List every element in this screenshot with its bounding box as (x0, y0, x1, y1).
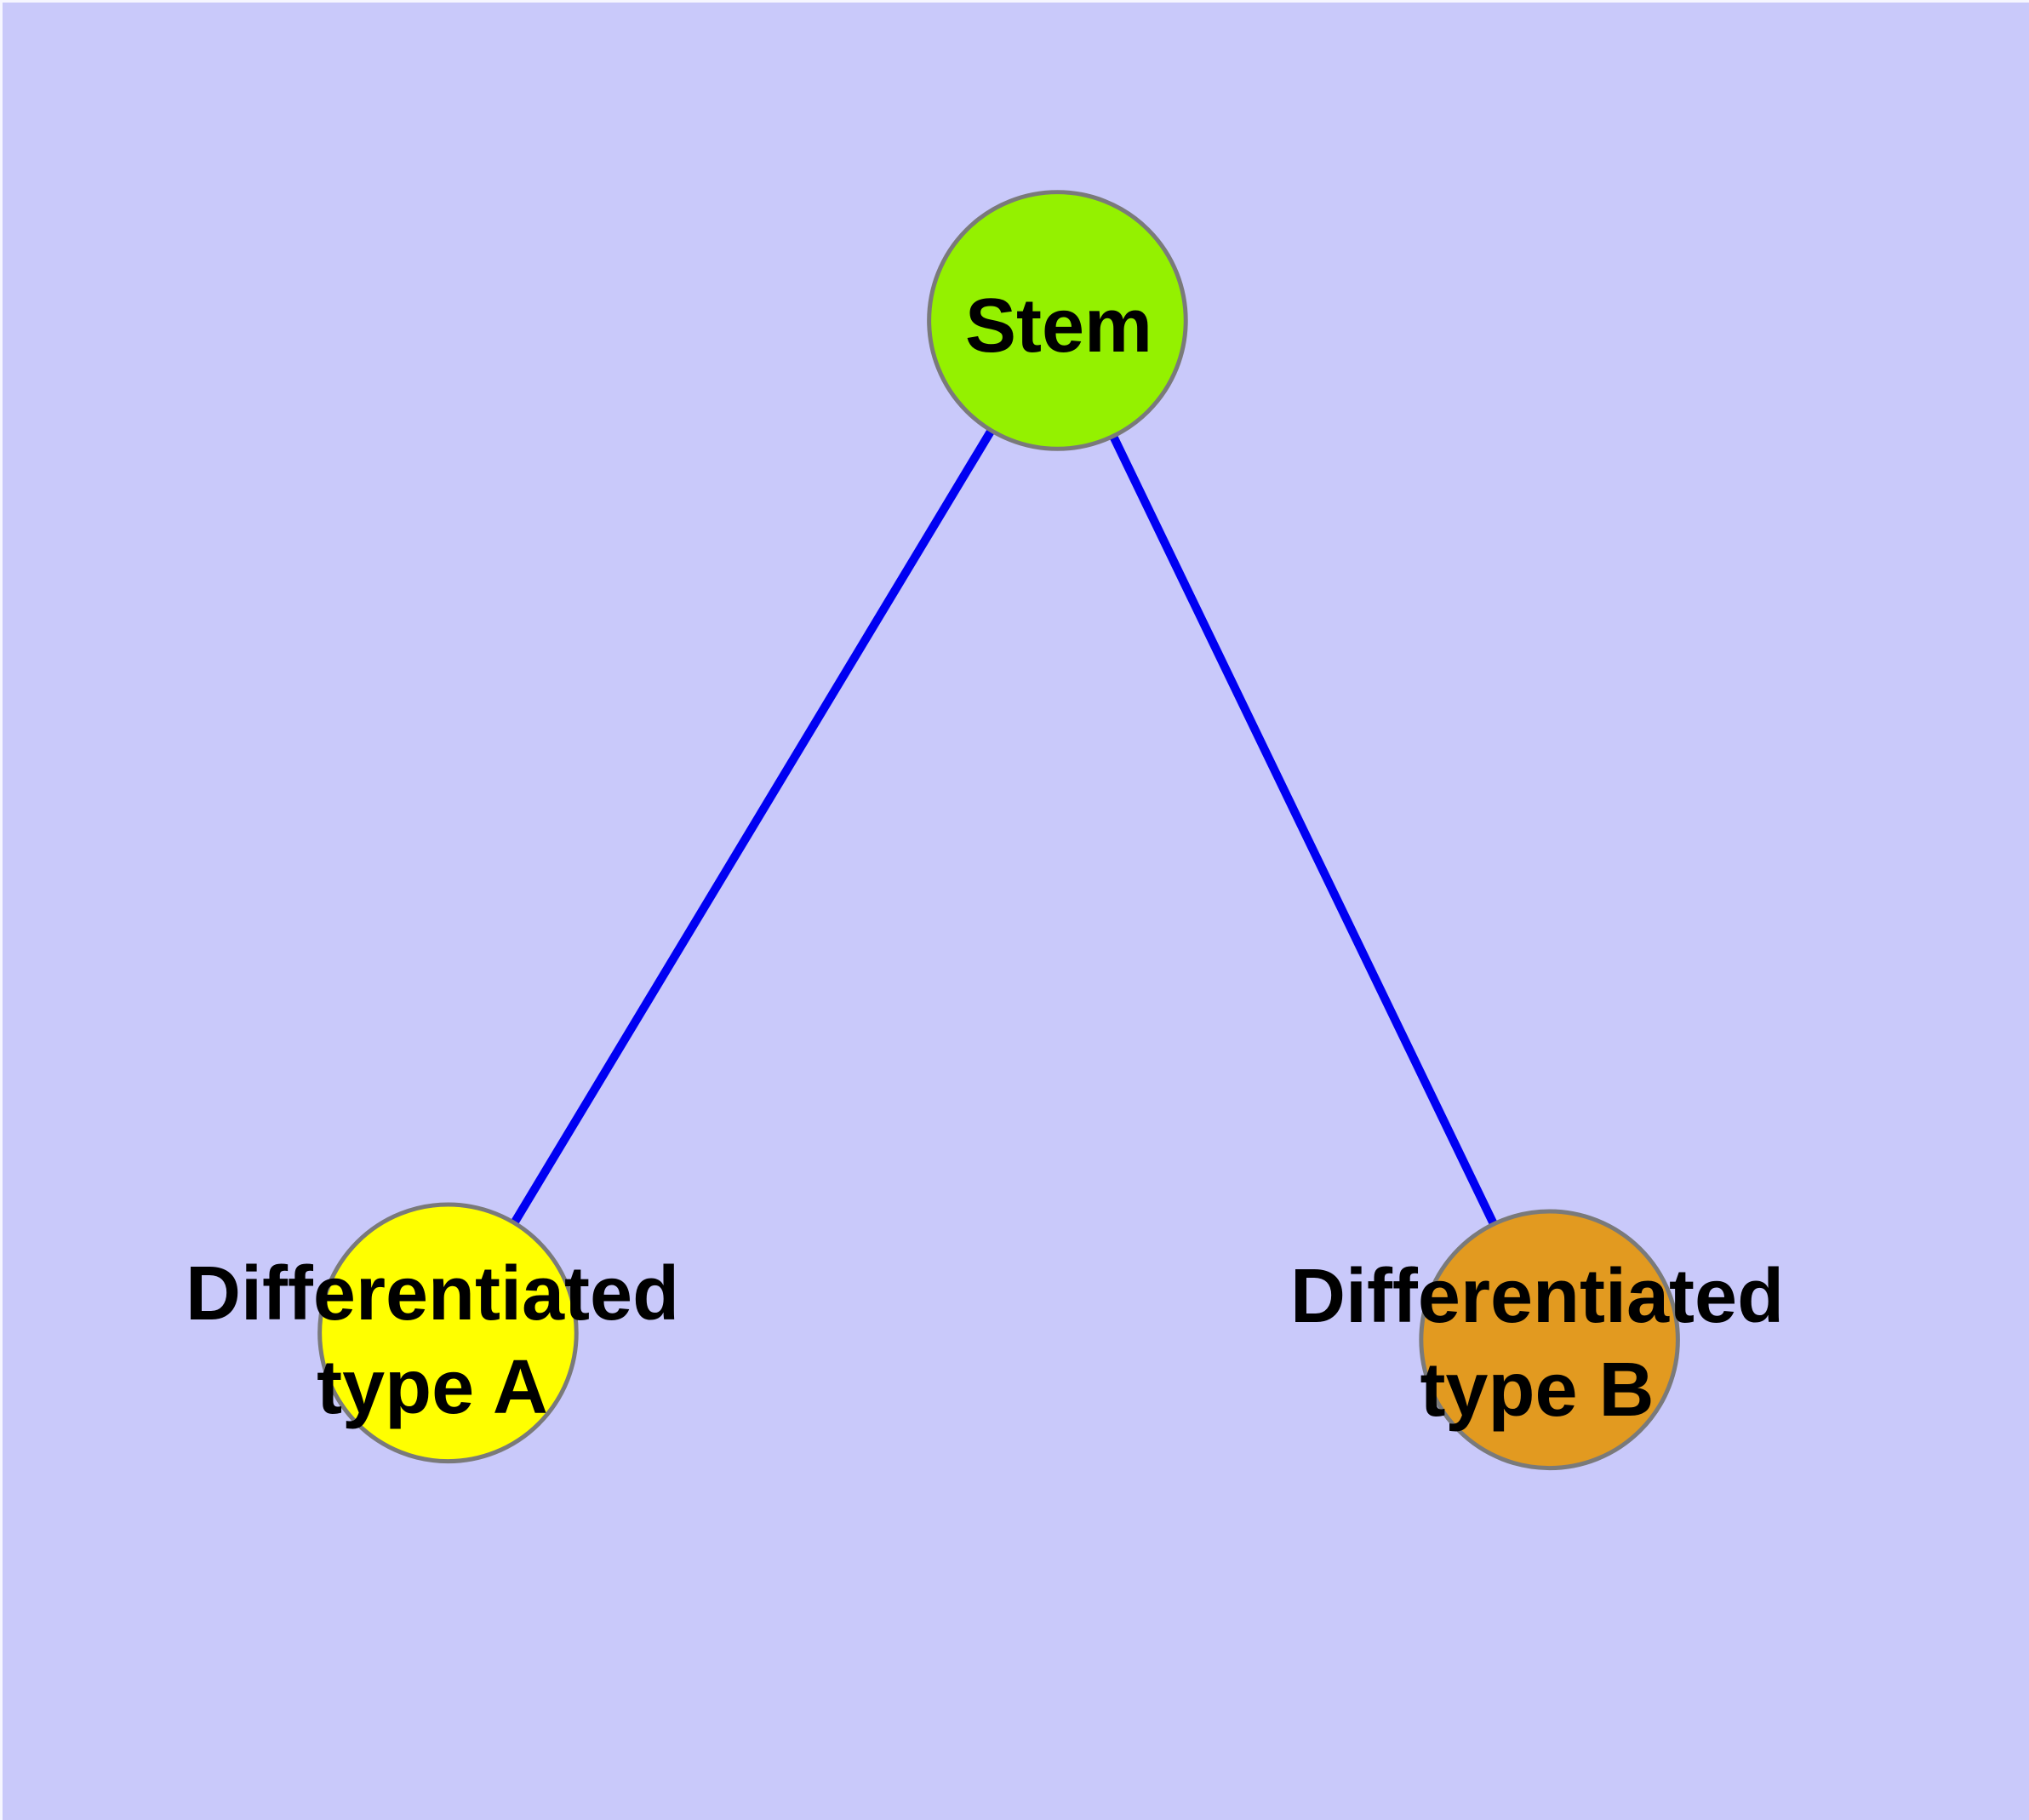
node-type-b (1419, 1209, 1680, 1471)
graph-svg (317, 190, 1680, 1471)
node-stem (927, 190, 1188, 451)
node-type-a (317, 1202, 579, 1464)
edge-stem-type-a (444, 318, 1061, 1336)
edge-stem-type-b (1053, 318, 1554, 1342)
